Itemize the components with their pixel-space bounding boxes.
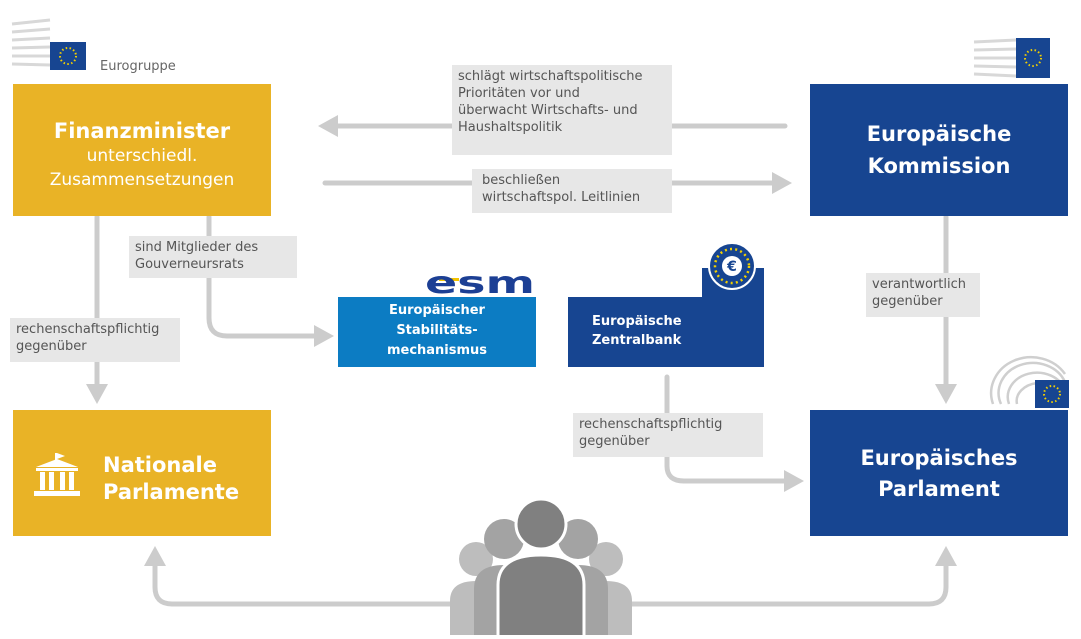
ezb-line1: Europäische [592, 314, 682, 329]
parliament-building-icon [34, 453, 80, 496]
finanzminister-line1: unterschiedl. [86, 146, 198, 166]
eurogroup-label: Eurogruppe [100, 59, 176, 74]
kommission-box: Europäische Kommission [810, 84, 1068, 216]
esm-line2: Stabilitäts- [396, 323, 478, 338]
esm-box: Europäischer Stabilitäts- mechanismus [338, 297, 536, 367]
commission-building-icon [972, 30, 1054, 80]
arrow-finanzminister-to-esm [206, 214, 318, 339]
note-rechenschaft-left: rechenschaftspflichtig gegenüber [10, 318, 180, 362]
finanzminister-box: Finanzminister unterschiedl. Zusammenset… [13, 84, 271, 216]
parliament-hemicycle-icon [985, 352, 1069, 410]
arrow-people-to-parlament [617, 562, 949, 607]
nationale-parlamente-box: Nationale Parlamente [13, 410, 271, 536]
ezb-box: Europäische Zentralbank [568, 297, 764, 367]
esm-logo-text: esm [425, 266, 535, 296]
esm-logo: esm [425, 266, 537, 301]
nationale-line1: Nationale [103, 453, 217, 477]
euro-icon: € [707, 241, 757, 291]
note-mitglieder: sind Mitglieder des Gouverneursrats [129, 236, 297, 278]
parlament-line1: Europäisches [860, 446, 1018, 470]
eurogroup-building-icon [10, 14, 90, 76]
note-verantwortlich: verantwortlich gegenüber [866, 273, 980, 317]
svg-text:€: € [726, 259, 737, 275]
parlament-line2: Parlament [878, 477, 1000, 501]
note-rechenschaft-ezb: rechenschaftspflichtig gegenüber [573, 413, 763, 457]
esm-line3: mechanismus [386, 343, 488, 358]
note-prioritaeten: schlägt wirtschaftspolitische Prioritäte… [452, 65, 672, 155]
europaeisches-parlament-box: Europäisches Parlament [810, 410, 1068, 536]
arrow-ezb-to-parlament [664, 374, 790, 484]
nationale-line2: Parlamente [103, 480, 240, 504]
finanzminister-title: Finanzminister [53, 119, 231, 143]
esm-line1: Europäischer [389, 303, 485, 318]
arrow-people-to-nationale [152, 562, 463, 607]
kommission-line1: Europäische [866, 122, 1012, 146]
ezb-line2: Zentralbank [592, 333, 682, 348]
kommission-line2: Kommission [867, 154, 1011, 178]
finanzminister-line2: Zusammensetzungen [49, 170, 235, 190]
citizens-group-icon [448, 497, 634, 639]
note-leitlinien: beschließen wirtschaftspol. Leitlinien [472, 169, 672, 213]
